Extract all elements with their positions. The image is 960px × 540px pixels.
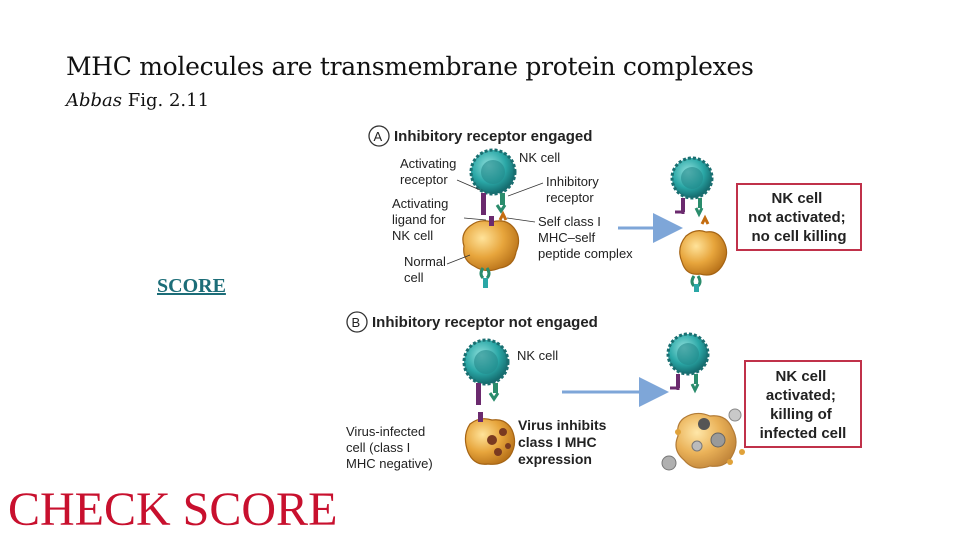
panel-a-letter: A xyxy=(374,129,383,144)
subtitle-ref: Fig. 2.11 xyxy=(127,90,210,111)
panel-b: B Inhibitory receptor not engaged NK cel… xyxy=(346,311,862,471)
label-virus-inhibits: Virus inhibits class I MHC expression xyxy=(518,417,610,467)
result-text-b: NK cell activated; killing of infected c… xyxy=(760,368,847,442)
nk-cell-a-left xyxy=(469,148,517,196)
label-activating-receptor: Activating receptor xyxy=(400,156,460,187)
nk-cell-b-right xyxy=(666,332,710,394)
inhibitory-receptor-a xyxy=(495,193,507,214)
result-box-b xyxy=(744,360,862,448)
slide-subtitle: Abbas Fig. 2.11 xyxy=(66,90,209,111)
nk-cell-b-left xyxy=(462,338,510,405)
panel-a: A Inhibitory receptor engaged Activating… xyxy=(368,125,862,292)
virus-infected-cell xyxy=(464,412,516,465)
panel-a-letter-circle xyxy=(368,125,390,147)
panel-b-letter-circle xyxy=(346,311,368,333)
label-self-class-mhc: Self class I MHC–self peptide complex xyxy=(538,214,633,261)
label-nk-cell-a: NK cell xyxy=(519,150,560,165)
result-text-a: NK cell not activated; no cell killing xyxy=(748,190,850,245)
panel-b-heading: Inhibitory receptor not engaged xyxy=(372,314,598,331)
nk-cell-a-right xyxy=(670,156,714,218)
check-score-button[interactable]: CHECK SCORE xyxy=(8,483,338,536)
killed-cell-debris xyxy=(661,408,745,471)
normal-cell-a-right xyxy=(679,214,728,292)
normal-cell-a xyxy=(462,210,520,288)
label-nk-cell-b: NK cell xyxy=(517,348,558,363)
panel-b-letter: B xyxy=(352,315,361,330)
slide-title: MHC molecules are transmembrane protein … xyxy=(66,52,754,81)
subtitle-author: Abbas xyxy=(66,90,123,111)
activating-receptor-a xyxy=(481,193,486,215)
result-box-a xyxy=(736,183,862,251)
label-virus-infected-cell: Virus-infected cell (class I MHC negativ… xyxy=(346,424,433,471)
label-inhibitory-receptor: Inhibitory receptor xyxy=(546,174,602,205)
panel-a-heading: Inhibitory receptor engaged xyxy=(394,128,592,145)
score-link[interactable]: SCORE xyxy=(157,275,226,297)
label-activating-ligand: Activating ligand for NK cell xyxy=(392,196,452,243)
label-normal-cell: Normal cell xyxy=(404,254,450,285)
